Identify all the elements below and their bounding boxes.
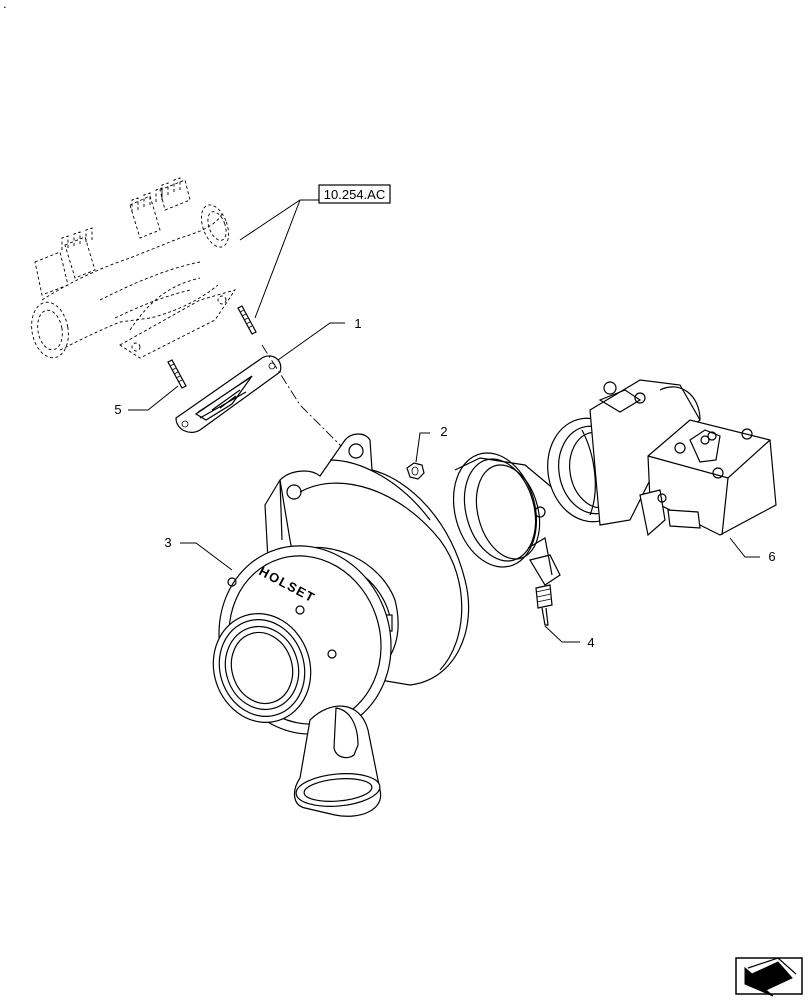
- reference-box-text: 10.254.AC: [324, 187, 385, 202]
- callout-1: 1: [277, 316, 362, 361]
- callout-4-label: 4: [587, 635, 594, 650]
- callout-6-label: 6: [768, 549, 775, 564]
- reference-box: 10.254.AC: [239, 184, 391, 319]
- navigation-arrow-icon[interactable]: [735, 957, 803, 997]
- exhaust-valve-6: [547, 379, 777, 537]
- callout-4: 4: [544, 625, 595, 650]
- callout-2: 2: [415, 424, 448, 463]
- stud-5: [167, 305, 257, 389]
- callout-5-label: 5: [114, 402, 121, 417]
- callout-5: 5: [114, 385, 179, 417]
- corner-mark: .: [3, 0, 7, 11]
- exhaust-manifold: [31, 177, 237, 359]
- nut-2: [406, 462, 425, 480]
- callout-1-label: 1: [354, 316, 361, 331]
- turbocharger-3: HOLSET: [212, 433, 470, 817]
- clamp-4: [452, 452, 561, 626]
- callout-3-label: 3: [164, 535, 171, 550]
- callout-3: 3: [164, 535, 233, 571]
- callout-2-label: 2: [440, 424, 447, 439]
- gasket-1: [175, 355, 282, 433]
- alignment-line: [261, 344, 351, 456]
- callout-6: 6: [729, 537, 776, 564]
